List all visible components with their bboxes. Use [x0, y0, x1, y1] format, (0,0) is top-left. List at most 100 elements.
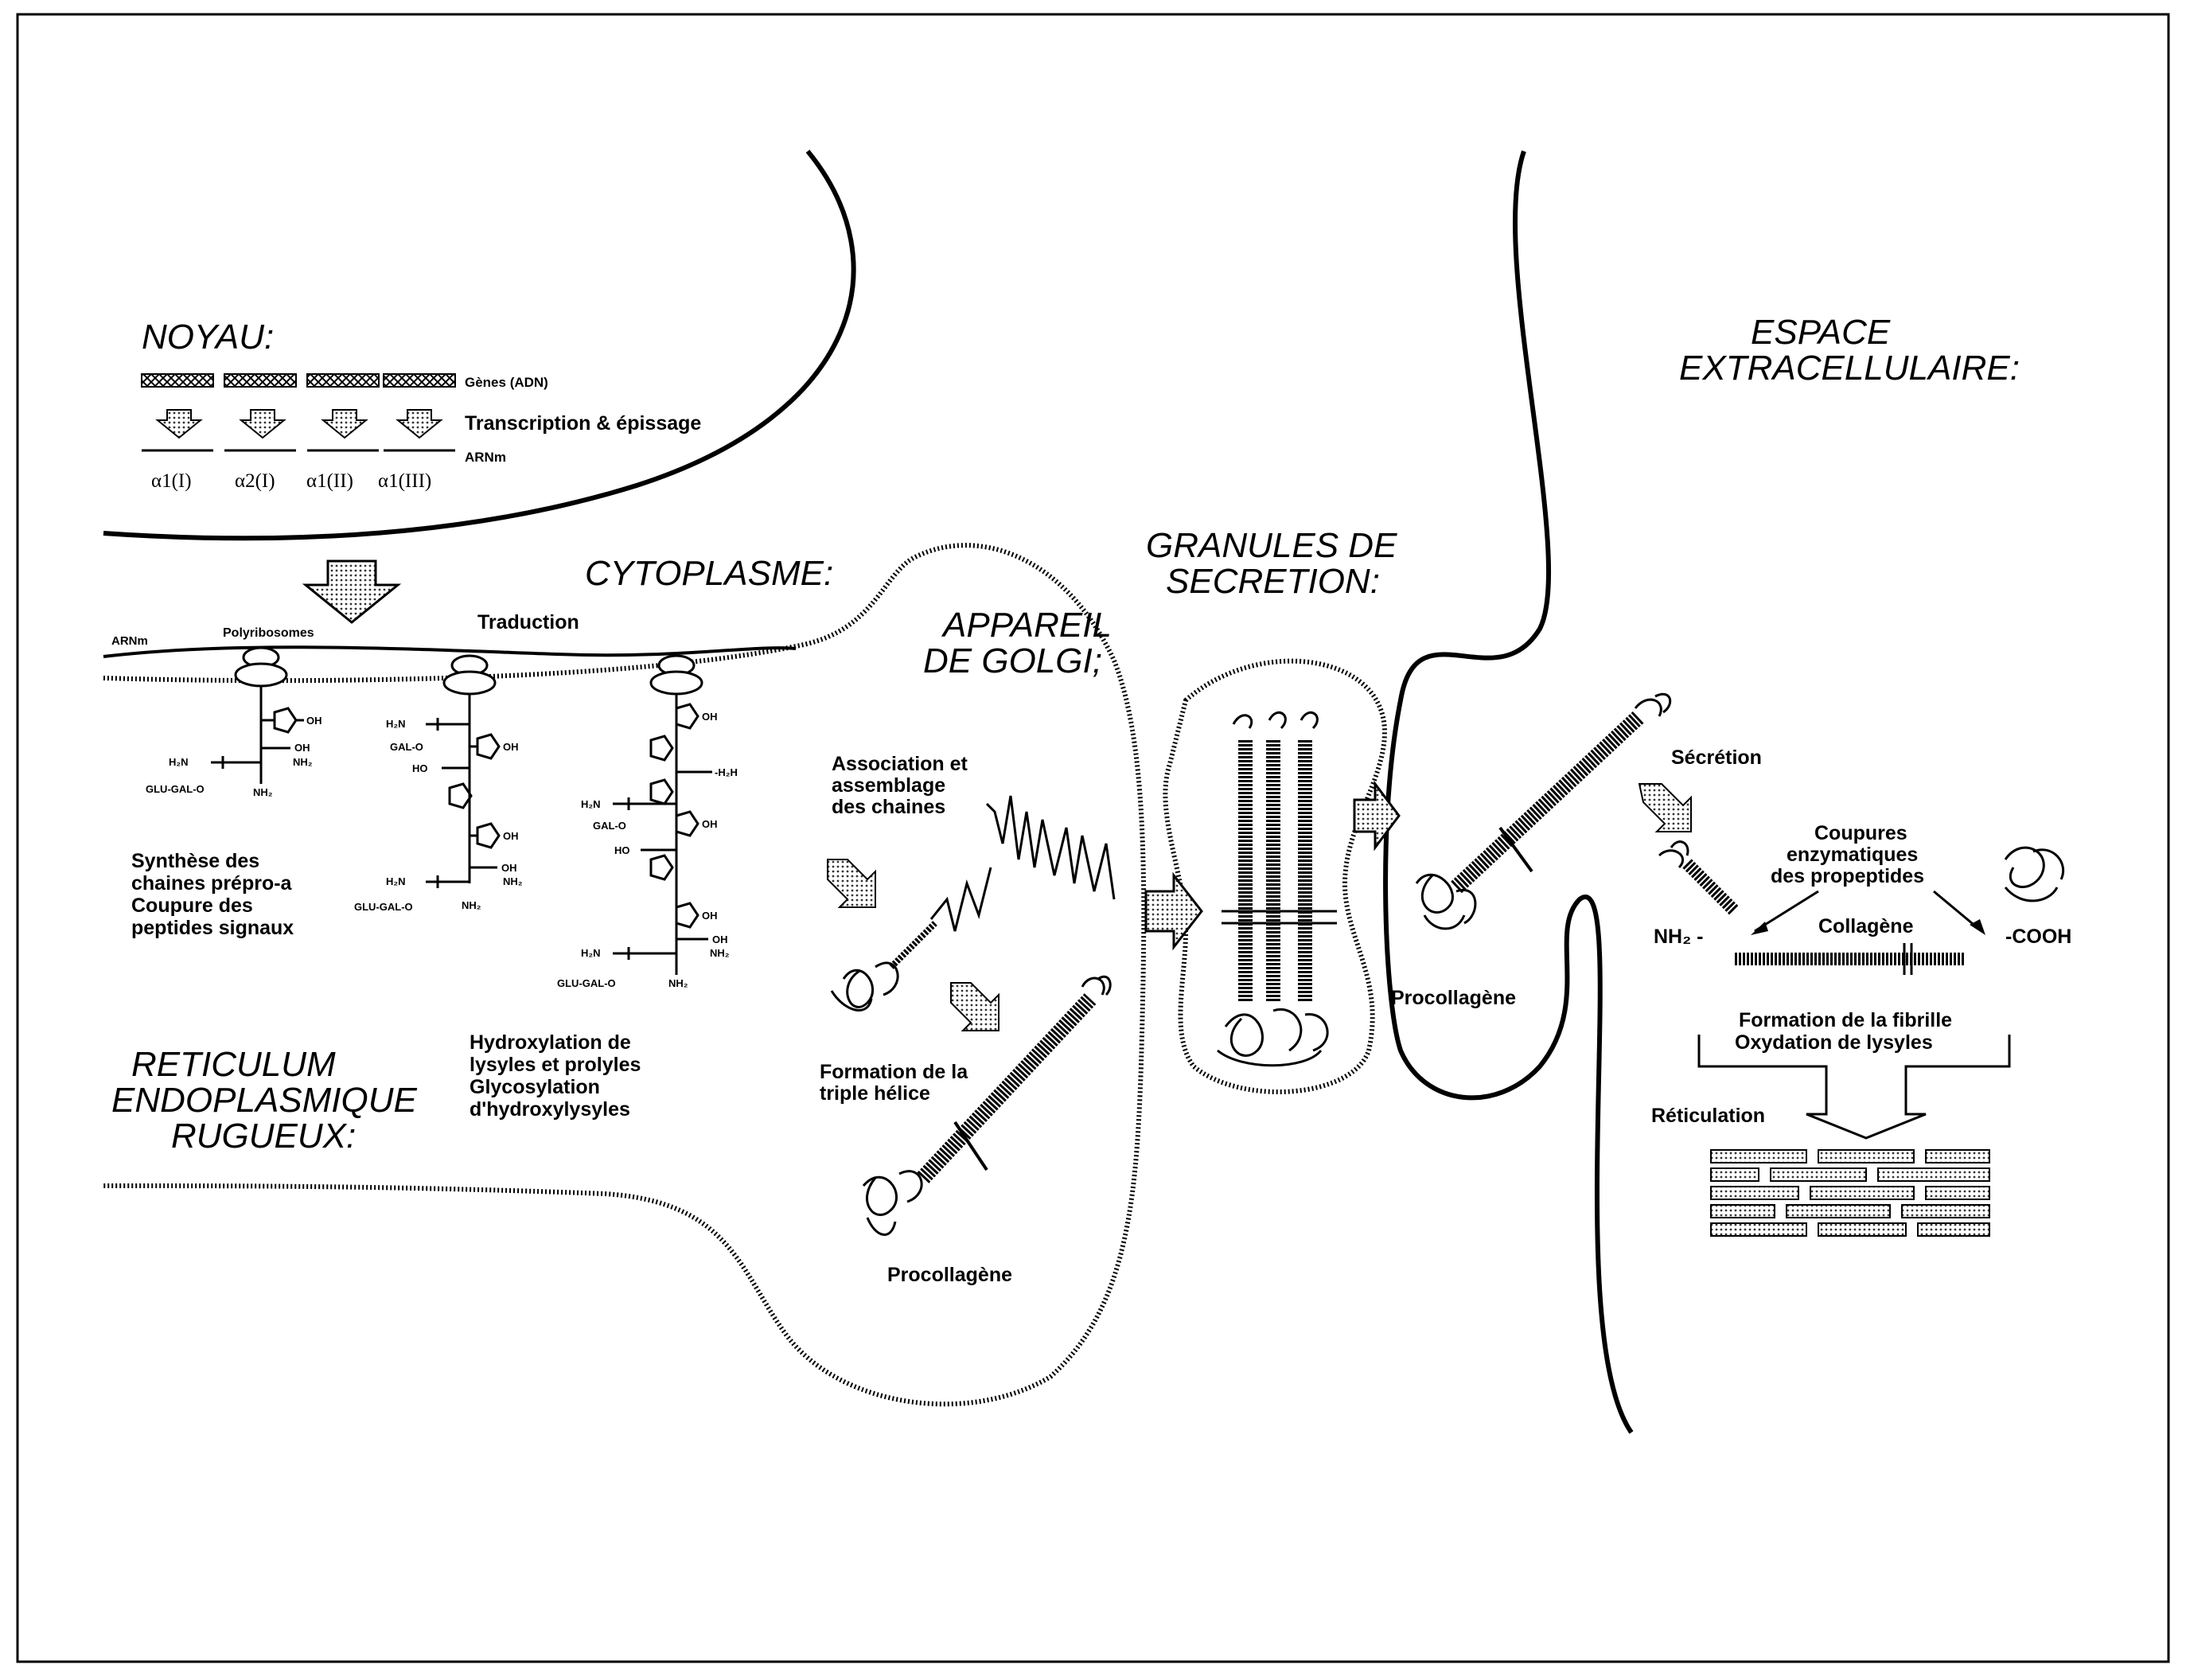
membrane-procollagen	[1415, 693, 1672, 930]
arnm-nucleus-label: ARNm	[465, 450, 506, 465]
membrane-n-propeptide	[1415, 873, 1477, 930]
ribosomes	[234, 646, 703, 696]
hydroxylation-line-4: d'hydroxylysyles	[470, 1098, 630, 1121]
fibril-r2-a	[1710, 1167, 1759, 1182]
chain-3-ring-4	[675, 810, 699, 837]
fibril-r3-b	[1810, 1186, 1915, 1200]
granules-heading: GRANULES DE SECRETION:	[1146, 526, 1397, 601]
chain-3-nh2-b: NH₂	[668, 977, 688, 989]
peptide-chain-2	[426, 694, 501, 888]
synthese-line-4: peptides signaux	[131, 917, 294, 939]
espace-line-1: ESPACE	[1751, 313, 1891, 352]
cleaved-c-propeptide	[2004, 846, 2065, 902]
cooh-label: -COOH	[2005, 926, 2071, 948]
ribosome-2-large	[442, 670, 497, 696]
chain-label-2: α2(I)	[235, 470, 275, 492]
assembling-chains	[985, 795, 1116, 900]
cell-surface-membrane	[1383, 150, 1634, 1434]
granule-c-propeptides	[1232, 711, 1319, 730]
chain-3-h2n-2: H₂N	[581, 947, 601, 959]
export-arrow	[302, 559, 402, 624]
membrane-c-propeptide	[1634, 693, 1672, 717]
membrane-cleavage-mark	[1498, 826, 1533, 873]
fibril-r1-c	[1925, 1149, 1990, 1164]
granule-n-propeptides	[1217, 1008, 1329, 1067]
chain-3-h2n-1: H₂N	[581, 798, 601, 810]
chain-3-oh-3: OH	[702, 910, 718, 922]
membrane-triple-helix	[1451, 710, 1645, 894]
cell-membrane-cytoplasm	[103, 543, 1147, 1407]
golgi-c-propeptide	[1081, 976, 1112, 996]
fibril-r4-c	[1901, 1204, 1990, 1218]
synthese-line-2: chaines prépro-a	[131, 872, 293, 895]
n-propeptide-helix	[1682, 859, 1740, 916]
traduction-label: Traduction	[477, 611, 579, 633]
golgi-cleavage-mark	[953, 1121, 988, 1171]
golgi-line-1: APPAREIL	[941, 606, 1112, 645]
espace-line-2: EXTRACELLULAIRE:	[1679, 349, 2020, 388]
coupures-caption: Coupures enzymatiques des propeptides	[1771, 822, 1924, 887]
reticulation-label: Réticulation	[1651, 1105, 1765, 1127]
fibril-r1-b	[1818, 1149, 1915, 1164]
chain-3-ring-5	[649, 854, 674, 881]
golgi-triple-helix	[917, 993, 1097, 1183]
transcription-arrow-3	[321, 409, 368, 439]
fibril-funnel-arrow	[1697, 1035, 2011, 1140]
association-line-1: Association et	[832, 753, 968, 775]
reticulum-line-3: RUGUEUX:	[171, 1117, 356, 1156]
chain-1-ring	[273, 707, 298, 734]
chain-2-nh2-b: NH₂	[462, 899, 481, 911]
collagene-label: Collagène	[1818, 915, 1914, 937]
nucleus-membrane	[103, 150, 856, 541]
secretion-arrow	[1638, 783, 1692, 832]
dna-genes-row	[141, 373, 456, 388]
golgi-line-2: DE GOLGI;	[923, 641, 1102, 680]
chain-1-nh2-a: NH₂	[293, 756, 313, 768]
chain-label-3: α1(II)	[306, 470, 353, 492]
er-mrna-strand	[103, 645, 797, 658]
synthese-line-1: Synthèse des	[131, 850, 259, 872]
chain-3-h2h: -H₂H	[715, 766, 738, 778]
transcription-arrows	[155, 409, 443, 439]
fibril-r5-a	[1710, 1222, 1807, 1237]
chain-3-oh-2: OH	[702, 818, 718, 830]
noyau-heading: NOYAU:	[142, 318, 274, 357]
chain-1-nh2-b: NH₂	[253, 786, 273, 798]
golgi-arrow-2	[950, 982, 999, 1031]
chain-2-h2n-2: H₂N	[386, 875, 406, 887]
coupures-line-2: enzymatiques	[1787, 844, 1918, 866]
chain-2-glugal: GLU-GAL-O	[354, 901, 413, 913]
fibrille-caption: Formation de la fibrille Oxydation de ly…	[1735, 1009, 1952, 1054]
hydroxylation-line-3: Glycosylation	[470, 1076, 600, 1098]
assembling-chains-2	[929, 867, 992, 932]
association-line-2: assemblage	[832, 774, 945, 797]
arrow-golgi-to-granule	[1144, 871, 1203, 951]
chain-2-ring-1	[476, 733, 501, 760]
chain-3-nh2-a: NH₂	[710, 947, 730, 959]
chain-3-gal: GAL-O	[593, 820, 626, 832]
chain-3-ring-2	[649, 735, 674, 762]
cleaved-n-propeptide	[1658, 840, 1740, 916]
gene-3-dna	[306, 373, 380, 388]
hydroxylation-line-1: Hydroxylation de	[470, 1031, 631, 1054]
membrane-procollagene-label: Procollagène	[1391, 987, 1516, 1009]
polyribosomes-label: Polyribosomes	[223, 626, 314, 640]
outer-frame	[16, 13, 2170, 1663]
transcription-arrow-1	[155, 409, 203, 439]
assembling-triple-start	[889, 921, 937, 969]
chain-2-oh-2: OH	[503, 830, 519, 842]
chain-3-oh-4: OH	[712, 934, 728, 945]
fibril-r2-b	[1770, 1167, 1867, 1182]
golgi-procollagen	[862, 976, 1112, 1236]
hydroxylation-caption: Hydroxylation de lysyles et prolyles Gly…	[470, 1031, 641, 1121]
chain-3-ring-3	[649, 778, 674, 805]
chain-2-ring-3	[476, 822, 501, 849]
granules-line-1: GRANULES DE	[1146, 526, 1397, 565]
chain-2-oh-3: OH	[501, 862, 517, 874]
chain-1-glugal: GLU-GAL-O	[146, 783, 205, 795]
chain-label-4: α1(III)	[378, 470, 431, 492]
gene-1-dna	[141, 373, 214, 388]
golgi-arrow-1	[827, 859, 876, 908]
